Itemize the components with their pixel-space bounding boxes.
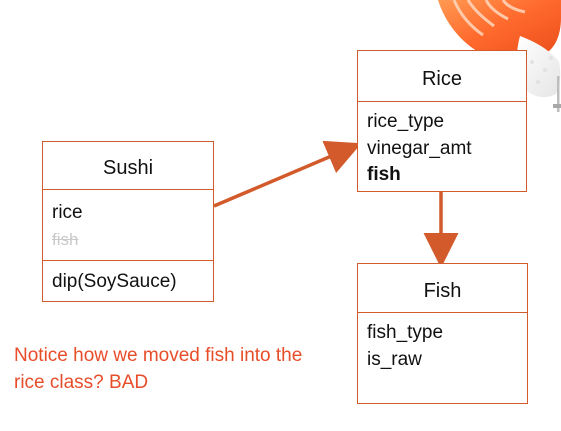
rice-title-divider — [358, 101, 526, 102]
rice-ball — [516, 36, 561, 98]
fish-field-fish-type: fish_type — [367, 322, 444, 343]
design-note: Notice how we moved fish into the rice c… — [14, 345, 303, 393]
sushi-field-rice: rice — [52, 202, 83, 223]
stand-foot — [553, 104, 561, 108]
fish-class-box: Fish fish_type is_raw — [357, 263, 528, 404]
salmon-nigiri-icon — [438, 0, 561, 112]
rice-class-title: Rice — [421, 68, 462, 90]
sushi-to-rice-arrow — [213, 140, 362, 208]
fish-class-title: Fish — [423, 280, 462, 302]
sushi-title-divider — [43, 189, 213, 190]
rice-field-vinegar-amt: vinegar_amt — [367, 138, 472, 159]
fish-title-divider — [358, 312, 527, 313]
stand-leg — [557, 76, 560, 112]
sushi-class-box: Sushi rice fish dip(SoySauce) — [42, 141, 214, 302]
fish-field-is-raw: is_raw — [367, 349, 422, 370]
salmon-nigiri-illustration — [420, 0, 561, 112]
sushi-method-dip: dip(SoySauce) — [52, 271, 177, 292]
rice-field-rice-type: rice_type — [367, 111, 445, 132]
rice-field-fish: fish — [367, 164, 401, 185]
sushi-class-title: Sushi — [102, 157, 154, 179]
sushi-methods-divider — [43, 260, 213, 261]
rice-class-box: Rice rice_type vinegar_amt fish — [357, 50, 527, 192]
sushi-field-fish: fish — [52, 230, 79, 249]
